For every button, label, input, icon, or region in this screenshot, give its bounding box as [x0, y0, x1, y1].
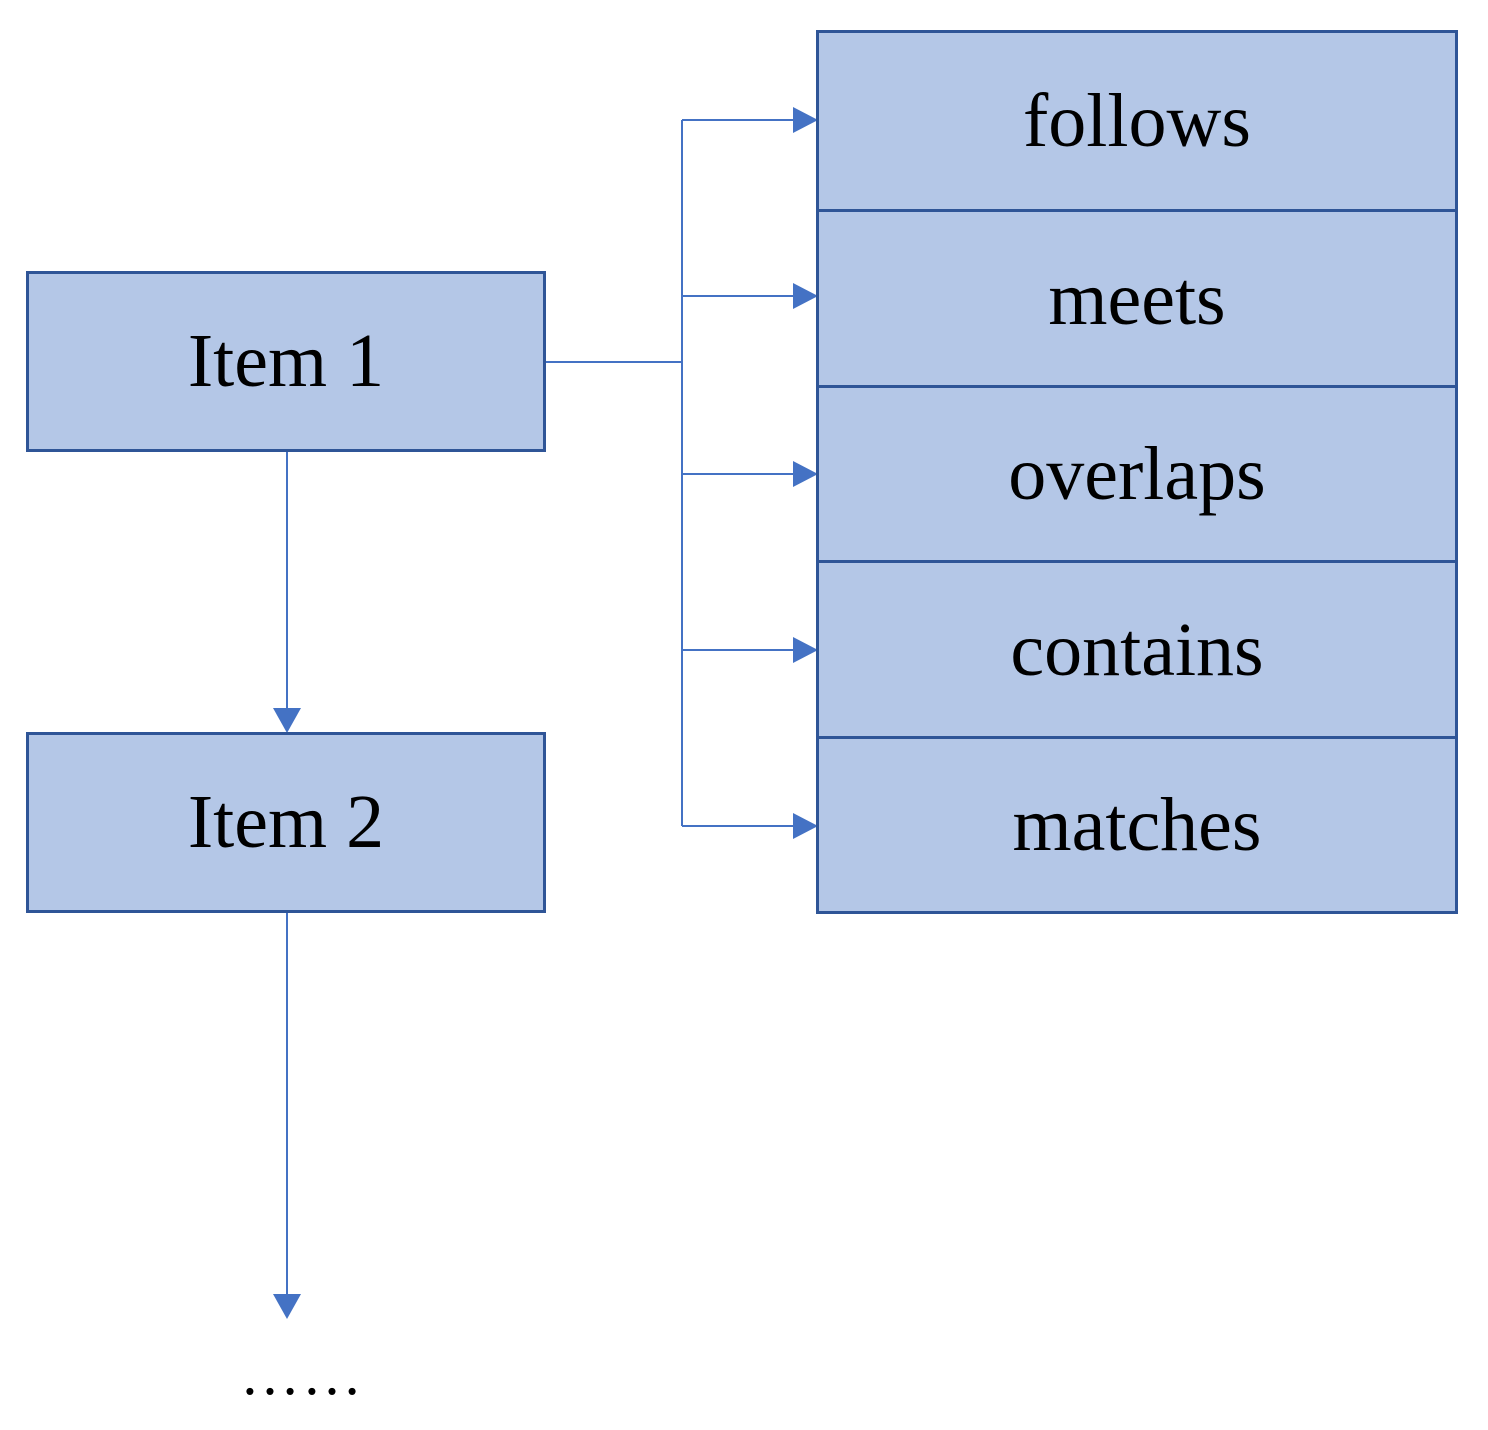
item-1-box: Item 1: [26, 271, 546, 452]
relation-meets-label: meets: [1048, 256, 1226, 341]
item-1-label: Item 1: [187, 319, 385, 403]
arrowhead-matches: [793, 813, 818, 839]
relation-follows-label: follows: [1023, 79, 1251, 163]
relation-overlaps: overlaps: [819, 385, 1455, 561]
relation-matches-label: matches: [1012, 782, 1262, 867]
relation-follows: follows: [819, 33, 1455, 210]
continuation-ellipsis: ……: [240, 1341, 364, 1407]
arrowhead-meets: [793, 283, 818, 309]
relation-stack: follows meets overlaps contains matches: [816, 30, 1458, 914]
relation-contains: contains: [819, 560, 1455, 737]
relation-matches: matches: [819, 736, 1455, 911]
arrowhead-continuation: [273, 1294, 301, 1319]
arrowhead-contains: [793, 637, 818, 663]
arrowhead-item2: [273, 708, 301, 733]
item-2-box: Item 2: [26, 732, 546, 913]
relation-contains-label: contains: [1010, 607, 1264, 692]
item-2-label: Item 2: [187, 780, 385, 864]
relation-overlaps-label: overlaps: [1008, 432, 1266, 516]
arrowhead-follows: [793, 107, 818, 133]
relation-meets: meets: [819, 209, 1455, 386]
arrowhead-overlaps: [793, 461, 818, 487]
